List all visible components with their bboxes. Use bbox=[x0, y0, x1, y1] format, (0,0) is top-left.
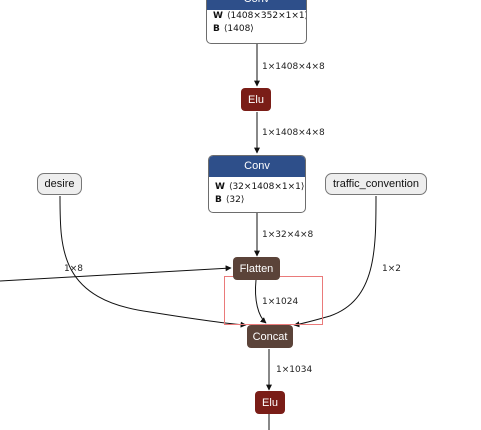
edge-label-traffic-concat: 1×2 bbox=[382, 264, 401, 274]
edge-label-flatten-concat: 1×1024 bbox=[262, 297, 298, 307]
concat-node[interactable]: Concat bbox=[247, 325, 293, 348]
elu-node-1[interactable]: Elu bbox=[241, 88, 271, 111]
conv-node-1-bias: B⟨1408⟩ bbox=[213, 24, 254, 34]
conv-node-1-title: Conv bbox=[207, 0, 306, 10]
edge-label-conv2-flatten: 1×32×4×8 bbox=[262, 230, 314, 240]
conv-node-1-weights: W⟨1408×352×1×1⟩ bbox=[213, 11, 307, 21]
edge-label-concat-elu2: 1×1034 bbox=[276, 365, 312, 375]
flatten-node-label: Flatten bbox=[239, 262, 274, 275]
edge-left-flatten[interactable] bbox=[0, 265, 232, 282]
selection-highlight bbox=[224, 276, 323, 325]
edge-desire-concat[interactable] bbox=[59, 195, 247, 328]
input-node-traffic-convention-label: traffic_convention bbox=[332, 178, 420, 190]
elu-node-2-label: Elu bbox=[262, 396, 278, 409]
conv-node-1[interactable]: Conv W⟨1408×352×1×1⟩ B⟨1408⟩ bbox=[206, 0, 307, 44]
edge-label-elu1-conv2: 1×1408×4×8 bbox=[262, 128, 325, 138]
flatten-node[interactable]: Flatten bbox=[233, 257, 280, 280]
edge-label-left: 1×8 bbox=[64, 264, 83, 274]
conv-node-2-title: Conv bbox=[209, 156, 305, 177]
input-node-desire-label: desire bbox=[44, 178, 75, 190]
input-node-desire[interactable]: desire bbox=[37, 173, 82, 195]
input-node-traffic-convention[interactable]: traffic_convention bbox=[325, 173, 427, 195]
conv-node-2-bias: B⟨32⟩ bbox=[215, 195, 245, 205]
edge-flatten-concat[interactable] bbox=[255, 279, 267, 324]
edge-traffic-concat[interactable] bbox=[293, 195, 377, 328]
edge-label-conv1-elu1: 1×1408×4×8 bbox=[262, 62, 325, 72]
elu-node-2[interactable]: Elu bbox=[255, 391, 285, 414]
conv-node-2-weights: W⟨32×1408×1×1⟩ bbox=[215, 182, 305, 192]
concat-node-label: Concat bbox=[252, 330, 288, 343]
elu-node-1-label: Elu bbox=[248, 93, 264, 106]
conv-node-2[interactable]: Conv W⟨32×1408×1×1⟩ B⟨32⟩ bbox=[208, 155, 306, 213]
